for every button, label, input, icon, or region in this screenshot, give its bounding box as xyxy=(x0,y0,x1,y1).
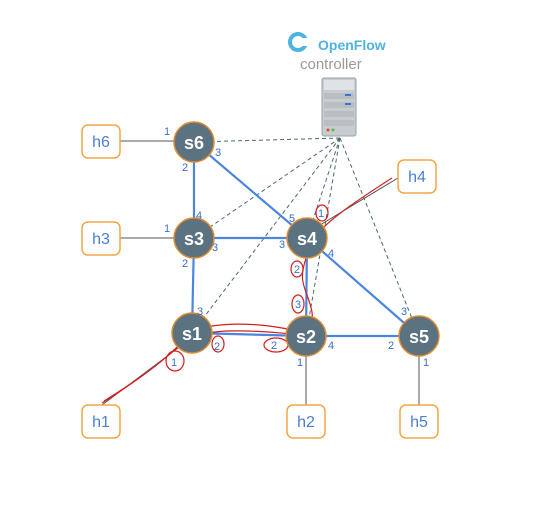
host-label: h4 xyxy=(408,169,426,186)
switch-s4[interactable]: s4 xyxy=(286,217,328,259)
port-label: 5 xyxy=(289,213,295,225)
host-label: h6 xyxy=(92,134,110,151)
port-label: 3 xyxy=(197,306,203,318)
annotation-circle-s4-port2 xyxy=(290,260,304,278)
link-s4-s5 xyxy=(306,237,420,337)
host-label: h3 xyxy=(92,231,110,248)
switch-s6[interactable]: s6 xyxy=(173,121,215,163)
annotation-circle-s1-port1 xyxy=(165,350,185,372)
switch-label: s6 xyxy=(184,133,204,153)
host-h6[interactable]: h6 xyxy=(81,124,121,159)
host-h4[interactable]: h4 xyxy=(397,159,437,194)
switch-s5[interactable]: s5 xyxy=(398,315,440,357)
host-label: h2 xyxy=(297,414,315,431)
annotation-circle-s4-port1 xyxy=(315,204,329,222)
server-icon xyxy=(321,77,357,137)
port-label: 3 xyxy=(215,147,221,159)
port-label: 1 xyxy=(318,208,324,220)
switch-s1[interactable]: s1 xyxy=(171,312,213,354)
switch-label: s4 xyxy=(297,229,317,249)
host-h5[interactable]: h5 xyxy=(399,404,439,439)
switch-label: s3 xyxy=(184,229,204,249)
port-label: 1 xyxy=(297,357,303,369)
host-links xyxy=(101,140,420,406)
port-label: 2 xyxy=(271,340,277,352)
switch-label: s2 xyxy=(296,327,316,347)
port-label: 1 xyxy=(423,357,429,369)
host-h3[interactable]: h3 xyxy=(81,221,121,256)
control-link-s6 xyxy=(193,137,341,143)
annotation-circle-s2-port3 xyxy=(291,294,305,314)
annotation-path xyxy=(101,177,393,404)
host-label: h5 xyxy=(410,414,428,431)
port-label: 4 xyxy=(196,210,202,222)
link-h4-s4 xyxy=(319,177,399,226)
port-label: 1 xyxy=(164,126,170,138)
port-label: 4 xyxy=(328,248,334,260)
port-label: 2 xyxy=(214,341,220,353)
switches: s6 s3 s4 s1 s2 s5 xyxy=(171,121,440,357)
port-label: 2 xyxy=(388,340,394,352)
hosts: h6 h3 h4 h1 h2 h5 xyxy=(81,124,439,439)
host-h2[interactable]: h2 xyxy=(286,404,326,439)
port-label: 1 xyxy=(171,357,177,369)
annotation-path-stroke xyxy=(101,177,393,404)
link-s6-s4 xyxy=(193,141,308,239)
switch-label: s1 xyxy=(182,324,202,344)
control-link-s3 xyxy=(193,137,341,239)
openflow-controller: OpenFlow controller xyxy=(288,32,386,137)
port-label: 3 xyxy=(279,239,285,251)
switch-s2[interactable]: s2 xyxy=(285,315,327,357)
control-link-s1 xyxy=(191,137,341,334)
port-label: 4 xyxy=(328,340,334,352)
openflow-logo-icon xyxy=(288,32,308,52)
port-label: 2 xyxy=(182,258,188,270)
host-label: h1 xyxy=(92,414,110,431)
port-label: 1 xyxy=(164,223,170,235)
controller-brand: OpenFlow xyxy=(318,37,386,53)
control-link-s5 xyxy=(339,137,420,337)
port-label: 3 xyxy=(295,299,301,311)
port-label: 3 xyxy=(401,306,407,318)
switch-s3[interactable]: s3 xyxy=(173,217,215,259)
port-label: 2 xyxy=(294,264,300,276)
port-label: 2 xyxy=(182,162,188,174)
host-h1[interactable]: h1 xyxy=(81,404,121,439)
port-labels: 1 2 3 4 1 3 2 3 2 1 5 3 1 4 2 3 2 4 1 3 … xyxy=(164,126,429,369)
switch-label: s5 xyxy=(409,327,429,347)
controller-label: controller xyxy=(300,56,362,73)
port-label: 3 xyxy=(212,242,218,254)
annotation-circle-s1-port2 xyxy=(211,335,225,353)
